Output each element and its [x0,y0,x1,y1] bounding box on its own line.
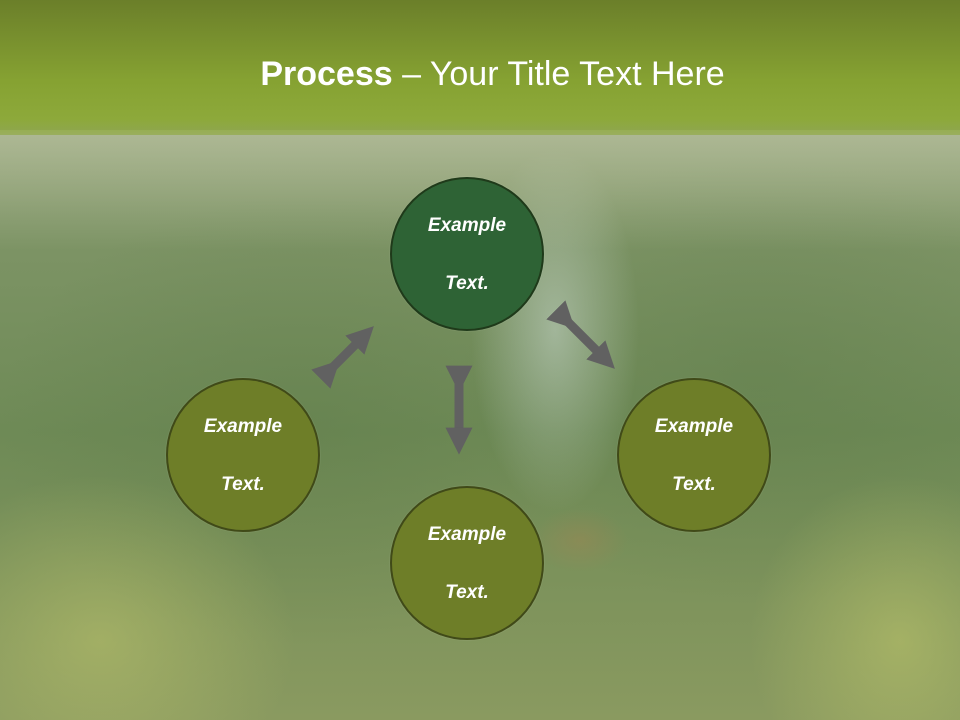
node-bottom-line2: Text. [445,581,489,603]
node-bottom-line1: Example [427,523,507,545]
title-banner [0,0,960,135]
title-bold: Process [260,55,393,93]
node-left-line1: Example [203,415,283,437]
node-left-line2: Text. [221,473,265,495]
node-top-line1: Example [427,214,507,236]
node-right-line2: Text. [672,473,716,495]
arrow-top-right [546,300,615,369]
title-rest: – Your Title Text Here [392,55,725,93]
slide-title: Process – Your Title Text Here [0,52,960,96]
node-top-line2: Text. [445,272,489,294]
arrow-top-left [311,326,374,389]
node-right-line1: Example [654,415,734,437]
